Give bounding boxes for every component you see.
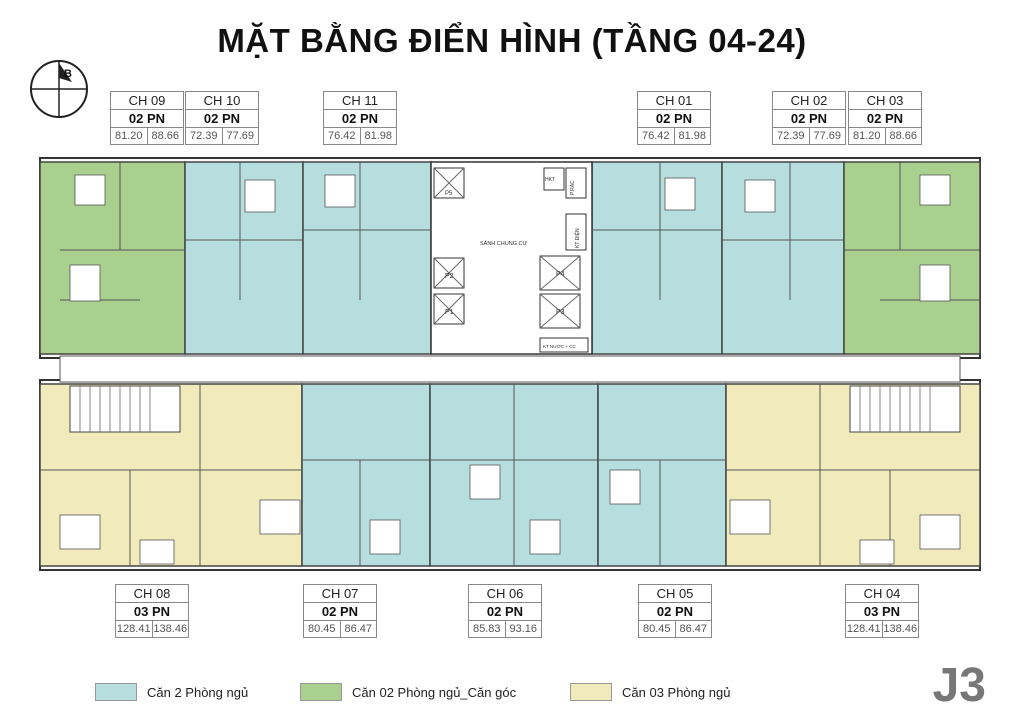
unit-area-a: 80.45 <box>304 621 341 637</box>
unit-code: CH 11 <box>324 92 396 110</box>
unit-rooms: 02 PN <box>638 110 710 128</box>
stair-left <box>69 385 181 433</box>
unit-area-b: 88.66 <box>889 130 918 142</box>
kt-nuoc-label: KT NƯỚC + CC <box>543 343 576 349</box>
furniture <box>59 174 961 565</box>
room-rac <box>565 167 587 199</box>
unit-area-a: 72.39 <box>186 128 223 144</box>
unit-area-a: 81.20 <box>849 128 886 144</box>
unit-ch07-area <box>301 383 431 567</box>
stair-right <box>849 385 961 433</box>
unit-area-a: 85.83 <box>469 621 506 637</box>
lift-p4-label: P4 <box>556 271 565 278</box>
unit-rooms: 03 PN <box>846 603 918 621</box>
legend-three-bed: Căn 03 Phòng ngủ <box>570 683 730 701</box>
legend-two-bed-corner: Căn 02 Phòng ngủ_Căn góc <box>300 683 516 701</box>
unit-area-a: 128.41 <box>846 621 883 637</box>
room-kt-dien <box>565 213 587 251</box>
compass-icon: B <box>30 60 88 118</box>
unit-code: CH 03 <box>849 92 921 110</box>
corridor <box>59 355 961 383</box>
lift-p2-label: P2 <box>445 273 454 280</box>
unit-area-b: 88.66 <box>151 130 180 142</box>
unit-code: CH 01 <box>638 92 710 110</box>
room-hkt <box>543 167 565 191</box>
partitions <box>40 162 980 566</box>
unit-ch09-area <box>39 161 186 355</box>
unit-ch03-area <box>843 161 981 355</box>
unit-ch01-area <box>591 161 723 355</box>
lift-p3-label: P3 <box>556 309 565 316</box>
unit-area-b: 93.16 <box>509 623 538 635</box>
unit-area-b: 77.69 <box>226 130 255 142</box>
unit-code: CH 04 <box>846 585 918 603</box>
unit-code: CH 05 <box>639 585 711 603</box>
block-code: J3 <box>932 659 986 712</box>
unit-ch11-area <box>302 161 432 355</box>
lift-p5-label: P5 <box>445 191 453 197</box>
legend-swatch <box>570 683 612 701</box>
unit-rooms: 02 PN <box>111 110 183 128</box>
hkt-label: HKT <box>545 177 555 183</box>
unit-ch10-area <box>184 161 304 355</box>
page-title: MẶT BẰNG ĐIỂN HÌNH (TẦNG 04-24) <box>217 22 807 59</box>
unit-area-b: 86.47 <box>344 623 373 635</box>
unit-rooms: 02 PN <box>324 110 396 128</box>
lift-p1-label: P1 <box>445 309 454 316</box>
legend-two-bed: Căn 2 Phòng ngủ <box>95 683 248 701</box>
room-kt-nuoc <box>539 337 589 353</box>
unit-area-b: 86.47 <box>679 623 708 635</box>
legend-swatch <box>95 683 137 701</box>
legend-swatch <box>300 683 342 701</box>
rac-label: P.RÁC <box>569 180 576 195</box>
kt-dien-label: KT ĐIỆN <box>573 228 581 248</box>
unit-code: CH 08 <box>116 585 188 603</box>
legend-label: Căn 02 Phòng ngủ_Căn góc <box>352 684 517 700</box>
unit-rooms: 02 PN <box>186 110 258 128</box>
unit-code: CH 10 <box>186 92 258 110</box>
unit-area-a: 81.20 <box>111 128 148 144</box>
unit-area-b: 81.98 <box>678 130 707 142</box>
legend-label: Căn 03 Phòng ngủ <box>622 684 731 700</box>
unit-code: CH 09 <box>111 92 183 110</box>
unit-ch02-area <box>721 161 845 355</box>
legend-label: Căn 2 Phòng ngủ <box>147 684 249 700</box>
lobby-label: SẢNH CHUNG CƯ <box>480 240 527 247</box>
unit-rooms: 02 PN <box>639 603 711 621</box>
unit-area-b: 77.69 <box>813 130 842 142</box>
unit-rooms: 02 PN <box>304 603 376 621</box>
unit-rooms: 02 PN <box>773 110 845 128</box>
unit-area-b: 138.46 <box>883 623 918 635</box>
unit-area-a: 80.45 <box>639 621 676 637</box>
unit-area-b: 81.98 <box>364 130 393 142</box>
unit-area-a: 128.41 <box>116 621 153 637</box>
compass-letter: B <box>64 68 72 80</box>
unit-area-a: 76.42 <box>638 128 675 144</box>
unit-area-a: 72.39 <box>773 128 810 144</box>
unit-code: CH 06 <box>469 585 541 603</box>
unit-rooms: 02 PN <box>469 603 541 621</box>
unit-rooms: 02 PN <box>849 110 921 128</box>
unit-area-a: 76.42 <box>324 128 361 144</box>
unit-rooms: 03 PN <box>116 603 188 621</box>
unit-code: CH 07 <box>304 585 376 603</box>
unit-code: CH 02 <box>773 92 845 110</box>
unit-area-b: 138.46 <box>153 623 188 635</box>
